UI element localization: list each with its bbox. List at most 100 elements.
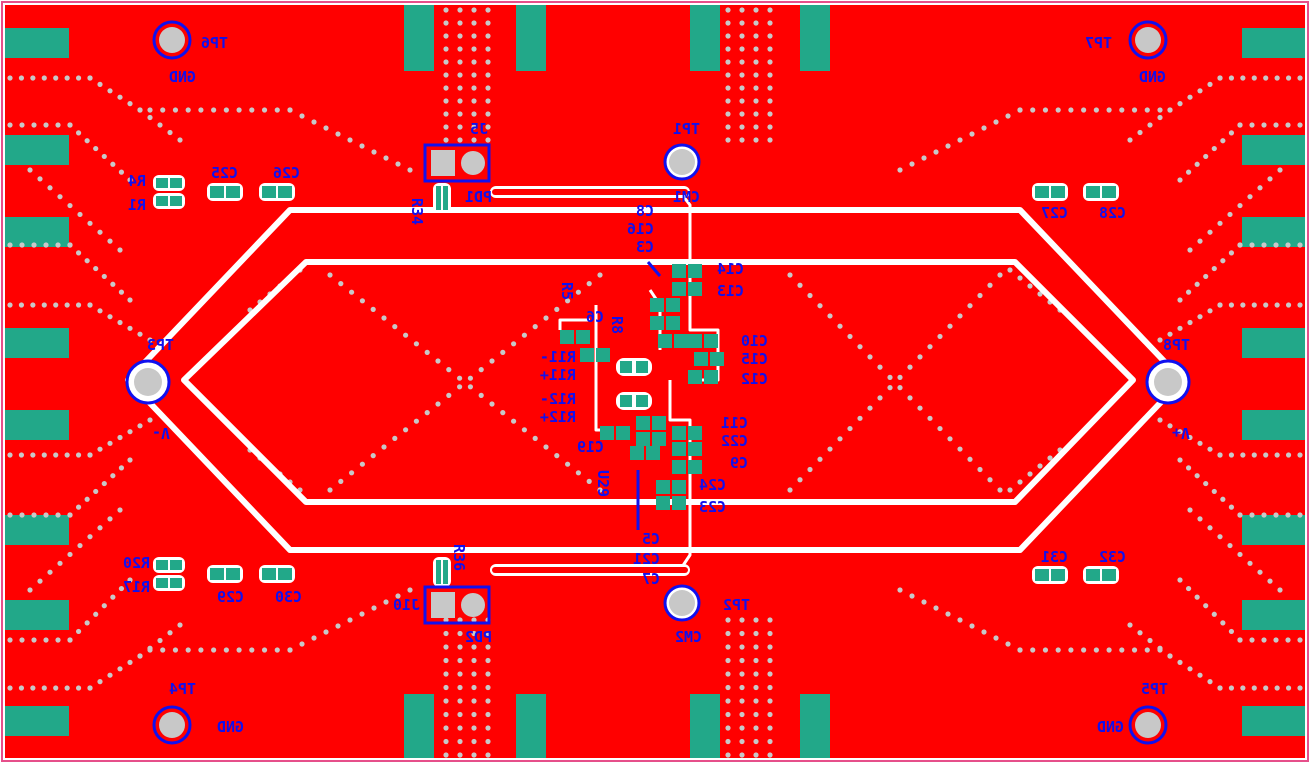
center-pad	[672, 460, 686, 474]
via	[87, 302, 93, 308]
via	[18, 75, 25, 81]
via	[586, 281, 592, 287]
trace-cutouts	[490, 186, 690, 576]
via	[1285, 685, 1292, 691]
center-pad	[674, 334, 688, 348]
via	[933, 605, 939, 611]
edge-pad	[5, 328, 69, 358]
testpoint-tp3[interactable]	[125, 359, 171, 405]
via	[739, 617, 745, 623]
via	[753, 630, 759, 637]
via	[249, 107, 255, 113]
via	[725, 698, 731, 704]
via	[7, 512, 13, 518]
via	[1177, 325, 1183, 331]
via	[19, 637, 25, 643]
via	[993, 119, 999, 125]
center-pad	[672, 442, 686, 456]
center-pad	[688, 442, 702, 456]
r34-pad	[443, 186, 448, 210]
via	[725, 7, 731, 13]
center-pad	[672, 496, 686, 510]
via	[471, 657, 477, 664]
via	[87, 685, 93, 691]
testpoint-tp6[interactable]	[152, 20, 192, 60]
via	[37, 578, 43, 584]
via	[1177, 177, 1183, 183]
via	[443, 111, 449, 117]
via	[64, 302, 70, 308]
center-pad	[600, 426, 614, 440]
label-c21: C21	[633, 550, 660, 568]
testpoint-tp7[interactable]	[1128, 20, 1168, 60]
label-tp8: TP8	[1163, 336, 1190, 354]
via	[335, 623, 341, 629]
via	[19, 122, 25, 128]
via	[485, 738, 491, 745]
via	[1267, 578, 1273, 584]
via	[1203, 273, 1209, 280]
via	[471, 698, 477, 704]
via	[457, 7, 463, 13]
label-c14: C14	[717, 260, 744, 278]
via	[485, 33, 491, 39]
via	[370, 453, 376, 459]
via	[93, 265, 99, 272]
via	[767, 59, 773, 65]
via	[1005, 641, 1011, 647]
via	[67, 551, 73, 558]
via	[471, 20, 477, 26]
testpoint-tp1[interactable]	[663, 143, 701, 181]
via	[55, 242, 61, 248]
via	[53, 685, 59, 691]
via	[67, 122, 73, 128]
connector-j5[interactable]	[423, 143, 491, 183]
via	[1228, 302, 1235, 308]
via	[739, 137, 745, 143]
via	[532, 324, 538, 330]
testpoint-tp8[interactable]	[1145, 359, 1191, 405]
via	[847, 333, 853, 340]
via	[167, 129, 173, 136]
connector-j10[interactable]	[423, 585, 491, 625]
label-c23: C23	[699, 498, 726, 516]
via	[1127, 622, 1133, 628]
center-pad	[656, 480, 670, 494]
via	[1211, 265, 1217, 272]
via	[1274, 302, 1280, 308]
center-pad	[672, 480, 686, 494]
label-tp1: TP1	[673, 120, 700, 138]
via	[947, 323, 953, 329]
label-c13: C13	[717, 282, 744, 300]
via	[575, 470, 582, 476]
c26-pad	[262, 186, 276, 198]
via	[30, 685, 36, 691]
edge-pad	[1242, 600, 1305, 630]
via	[478, 392, 484, 398]
via	[1093, 647, 1099, 653]
via	[1207, 525, 1213, 531]
via	[1285, 512, 1291, 518]
via	[967, 303, 973, 309]
via	[457, 630, 463, 637]
via	[921, 155, 927, 161]
via	[909, 161, 915, 167]
via	[767, 617, 773, 623]
via	[471, 124, 477, 130]
via	[1263, 75, 1269, 81]
via	[107, 238, 113, 244]
via	[909, 593, 915, 599]
via	[101, 273, 107, 280]
via	[55, 122, 61, 128]
testpoint-tp5[interactable]	[1128, 705, 1168, 745]
testpoint-tp4[interactable]	[152, 705, 192, 745]
via	[933, 149, 939, 155]
via	[1185, 465, 1192, 471]
inner-ring-trace	[181, 259, 1136, 505]
via	[485, 20, 491, 26]
via	[1274, 685, 1280, 691]
via	[1217, 75, 1223, 81]
via	[837, 436, 843, 442]
testpoint-tp2[interactable]	[663, 584, 701, 622]
via	[787, 272, 793, 278]
